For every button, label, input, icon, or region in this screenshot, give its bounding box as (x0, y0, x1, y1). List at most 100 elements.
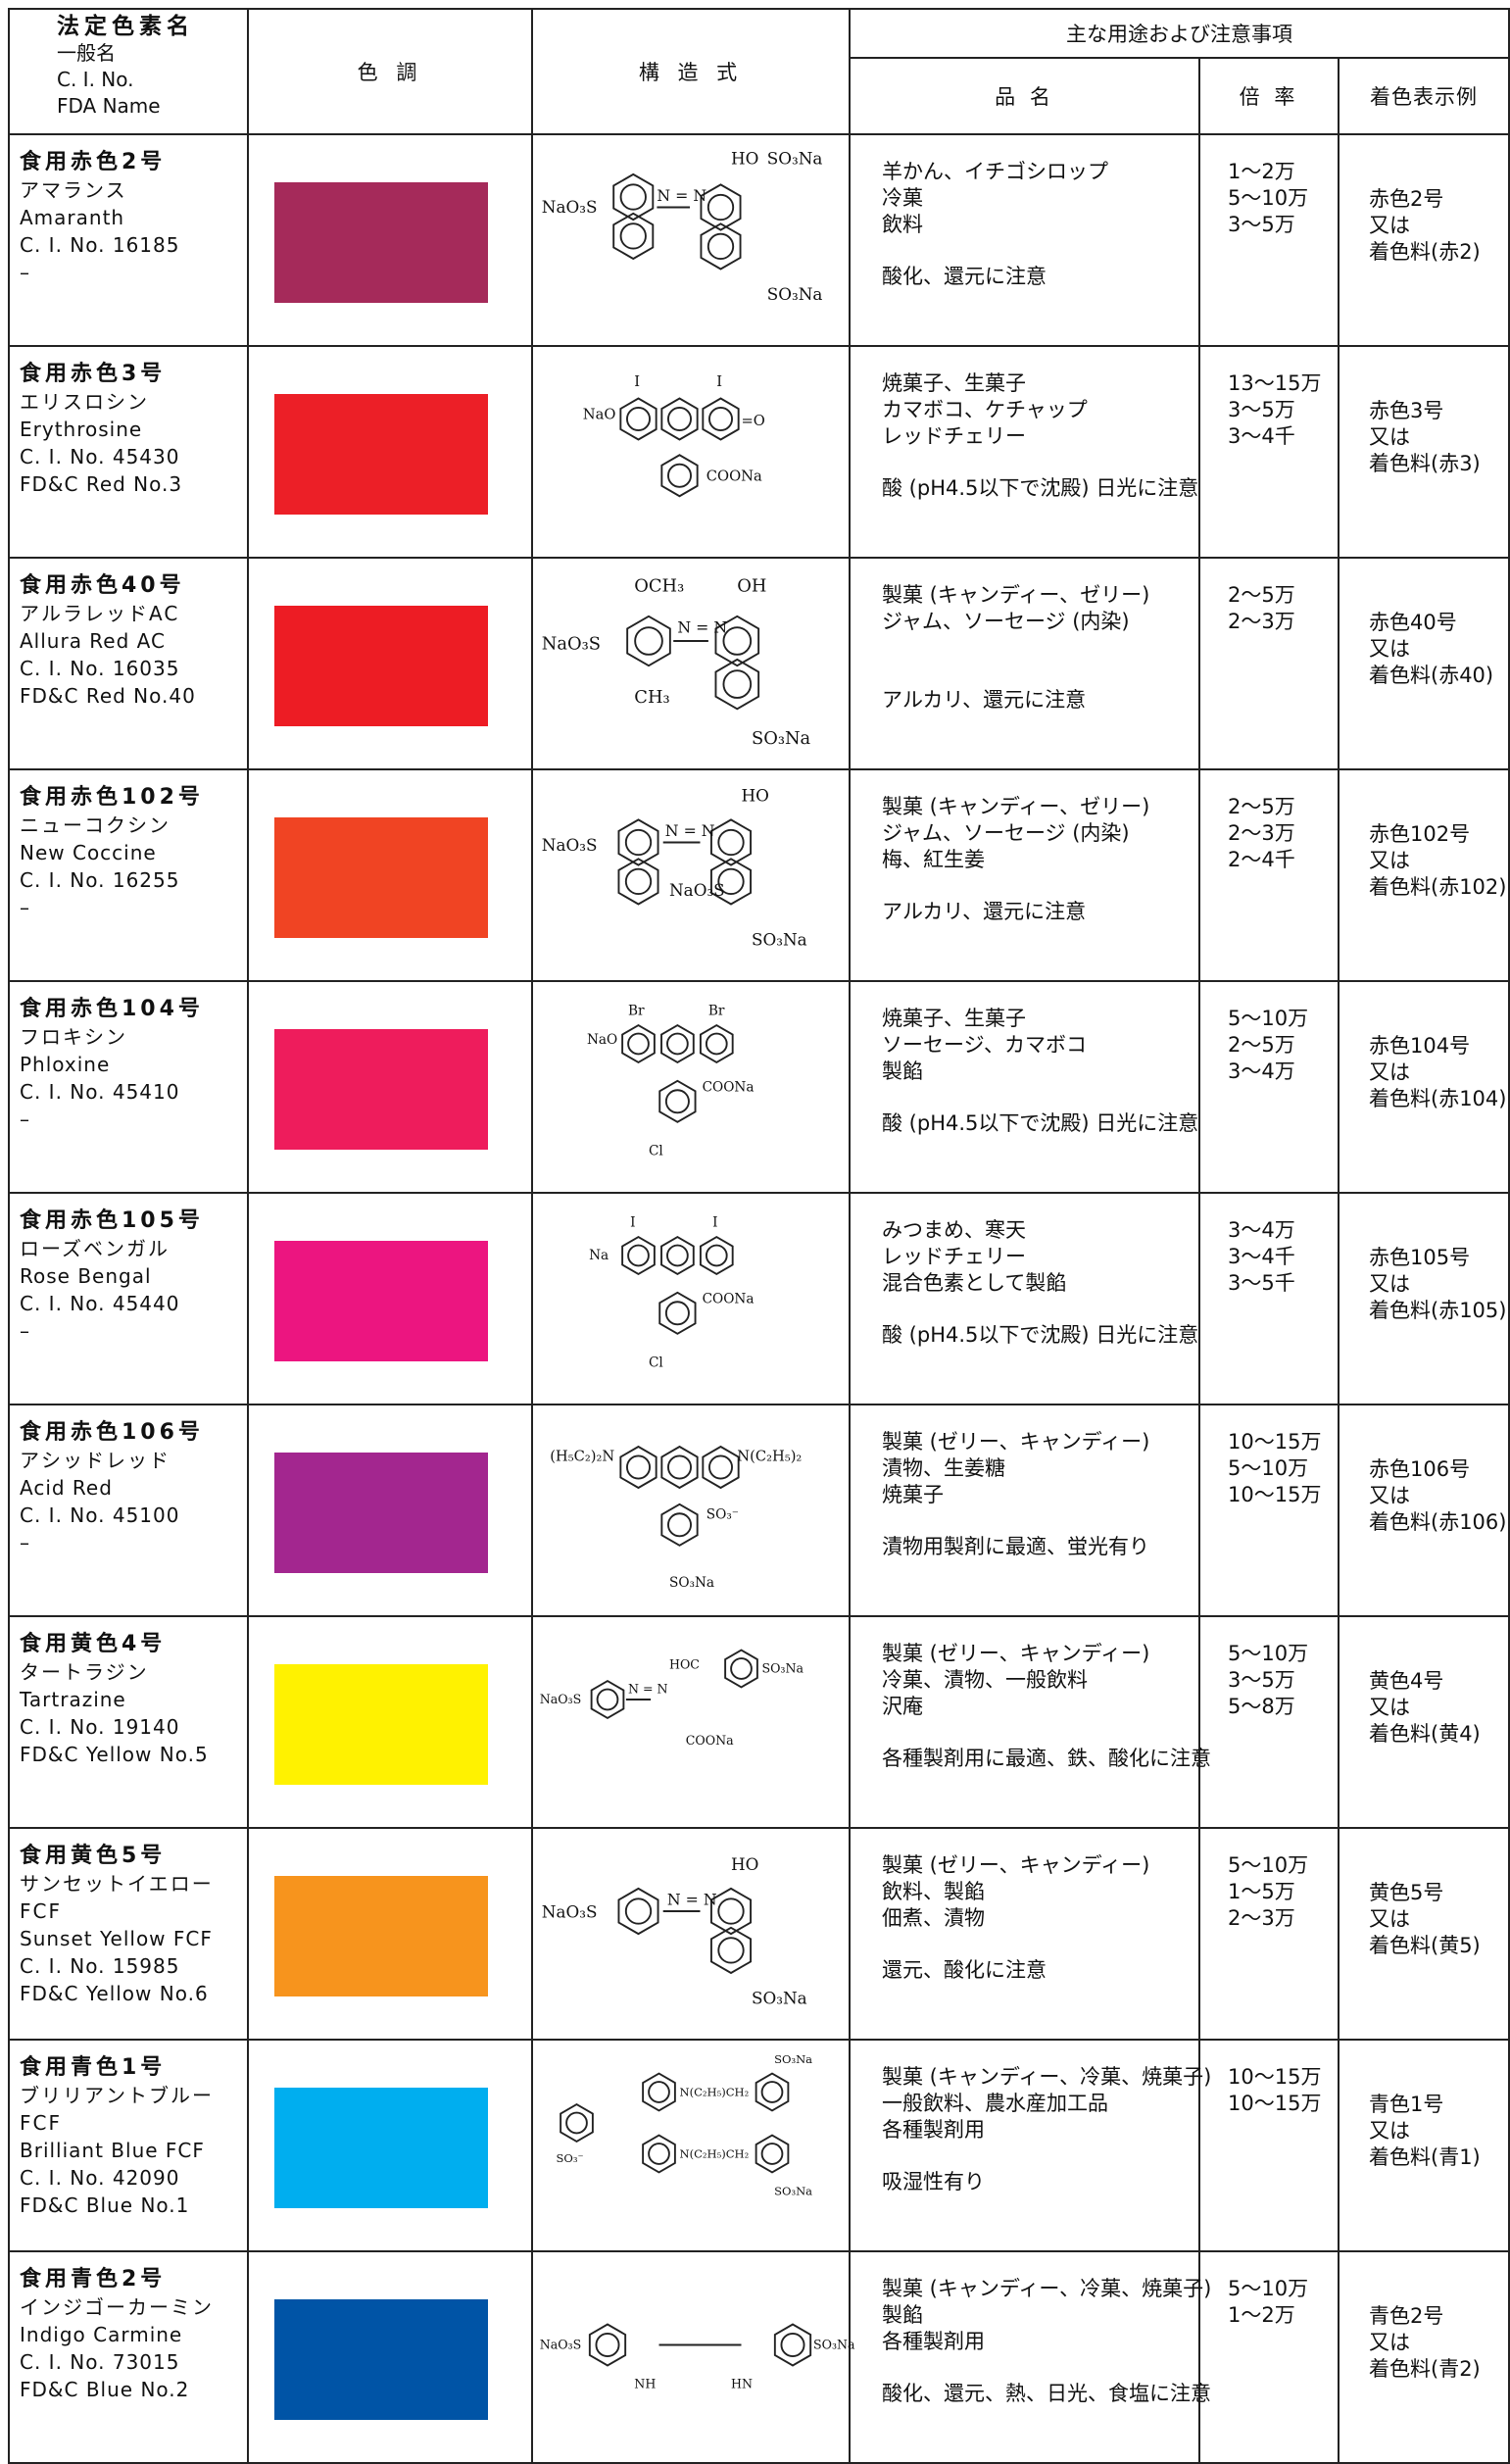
label-example-line: 着色料(赤3) (1369, 452, 1481, 475)
product-cell: 焼菓子、生菓子ソーセージ、カマボコ製餡酸 (pH4.5以下で沈殿) 日光に注意 (849, 980, 1200, 1194)
color-swatch (274, 2299, 488, 2420)
color-swatch (274, 1029, 488, 1150)
ci-number: C. I. No. 45430 (20, 445, 180, 468)
structure-label: Br (628, 1004, 645, 1019)
colorant-table: 法定色素名 一般名 C. I. No. FDA Name 色 調 構 造 式 主… (8, 8, 1510, 2464)
common-name-jp: アルラレッドAC (20, 602, 180, 625)
common-name-en: Indigo Carmine (20, 2323, 183, 2346)
structure-label: Cl (649, 1143, 663, 1158)
legal-name: 食用赤色106号 (20, 1420, 204, 1445)
product-cell: 製菓 (ゼリー、キャンディー)漬物、生姜糖焼菓子漬物用製剤に最適、蛍光有り (849, 1404, 1200, 1617)
color-tone-cell (247, 980, 533, 1194)
structure-label: NaO₃S (542, 197, 598, 217)
structure-label: SO₃Na (752, 1989, 807, 2008)
caution-note: 各種製剤用に最適、鉄、酸化に注意 (882, 1747, 1211, 1770)
structure-label: NaO₃S (542, 1901, 598, 1921)
color-swatch (274, 1241, 488, 1361)
label-example-line: 黄色4号 (1369, 1669, 1444, 1693)
structure-label: SO₃⁻ (557, 2151, 584, 2165)
legal-name: 食用黄色5号 (20, 1844, 167, 1868)
label-example-cell: 赤色106号又は着色料(赤106) (1337, 1404, 1510, 1617)
structure-label: NH (634, 2377, 656, 2391)
caution-note: 酸 (pH4.5以下で沈殿) 日光に注意 (882, 1111, 1199, 1135)
common-name-en: Erythrosine (20, 418, 143, 441)
ci-number: C. I. No. 19140 (20, 1715, 180, 1739)
label-example-line: 着色料(赤104) (1369, 1087, 1507, 1110)
label-example-line: 青色2号 (1369, 2304, 1444, 2328)
label-example-cell: 赤色102号又は着色料(赤102) (1337, 768, 1510, 982)
dilution-rate: 3～4千 (1228, 424, 1295, 448)
fda-name: FD&C Red No.40 (20, 684, 196, 708)
ci-number: C. I. No. 45100 (20, 1503, 180, 1527)
product-item: 製菓 (キャンディー、冷菓、焼菓子) (882, 2065, 1212, 2089)
structure-label: SO₃Na (774, 2185, 812, 2198)
product-item: 製菓 (ゼリー、キャンディー) (882, 1430, 1150, 1454)
structure-label: HO (731, 1854, 758, 1874)
legal-name: 食用赤色40号 (20, 573, 185, 598)
product-item: 焼菓子 (882, 1483, 944, 1506)
product-item: 佃煮、漬物 (882, 1906, 985, 1930)
label-example-line: 着色料(赤106) (1369, 1510, 1507, 1534)
dilution-rate: 10～15万 (1228, 2092, 1322, 2115)
product-item: 羊かん、イチゴシロップ (882, 160, 1108, 183)
dilution-rate: 5～8万 (1228, 1695, 1295, 1718)
dilution-rate: 3～4万 (1228, 1218, 1295, 1242)
product-cell: 製菓 (ゼリー、キャンディー)冷菓、漬物、一般飲料沢庵各種製剤用に最適、鉄、酸化… (849, 1615, 1211, 1829)
product-cell: 焼菓子、生菓子カマボコ、ケチャップレッドチェリー酸 (pH4.5以下で沈殿) 日… (849, 345, 1200, 559)
legal-name: 食用赤色104号 (20, 997, 204, 1021)
structure-label: SO₃Na (813, 2338, 855, 2352)
color-swatch (274, 1453, 488, 1573)
label-example-line: 又は (1369, 214, 1410, 237)
color-tone-cell (247, 557, 533, 770)
structure-label: I (630, 1215, 635, 1231)
common-name-en: Brilliant Blue FCF (20, 2139, 205, 2162)
structure-label: CH₃ (634, 687, 669, 708)
structure-label: (H₅C₂)₂N (550, 1449, 614, 1465)
product-item: 製菓 (キャンディー、ゼリー) (882, 795, 1150, 818)
dilution-rate: 3～4千 (1228, 1245, 1295, 1268)
header-structure: 構 造 式 (531, 8, 851, 135)
product-cell: 製菓 (キャンディー、ゼリー)ジャム、ソーセージ (内染)梅、紅生姜アルカリ、還… (849, 768, 1200, 982)
dilution-rate: 5～10万 (1228, 186, 1309, 210)
color-tone-cell (247, 2250, 533, 2464)
product-item: 製菓 (ゼリー、キャンディー) (882, 1853, 1150, 1877)
common-name-jp: インジゴーカーミン (20, 2295, 214, 2319)
product-item: 製菓 (キャンディー、ゼリー) (882, 583, 1150, 607)
dilution-rate: 3～5万 (1228, 213, 1295, 236)
label-example-line: 着色料(黄5) (1369, 1934, 1481, 1957)
product-cell: 製菓 (キャンディー、ゼリー)ジャム、ソーセージ (内染)アルカリ、還元に注意 (849, 557, 1200, 770)
product-item: 焼菓子、生菓子 (882, 371, 1026, 395)
legal-name: 食用赤色105号 (20, 1208, 204, 1233)
header-id-column: 法定色素名 一般名 C. I. No. FDA Name (8, 8, 249, 135)
header-product: 品 名 (849, 57, 1200, 135)
product-item: 飲料 (882, 213, 923, 236)
product-item: 沢庵 (882, 1695, 923, 1718)
label-example-line: 赤色2号 (1369, 187, 1444, 211)
color-swatch (274, 817, 488, 938)
dilution-rate: 1～2万 (1228, 160, 1295, 183)
caution-note: 吸湿性有り (882, 2170, 985, 2193)
label-example-line: 着色料(青2) (1369, 2357, 1481, 2381)
dilution-rate: 3～4万 (1228, 1060, 1295, 1083)
structure-label: NaO (583, 407, 616, 423)
dilution-rate: 10～15万 (1228, 1430, 1322, 1454)
common-name-en: Rose Bengal (20, 1264, 152, 1288)
structure-label: N = N (665, 821, 715, 840)
dilution-rate: 5～10万 (1228, 1456, 1309, 1480)
dilution-rate: 2～4千 (1228, 848, 1295, 871)
